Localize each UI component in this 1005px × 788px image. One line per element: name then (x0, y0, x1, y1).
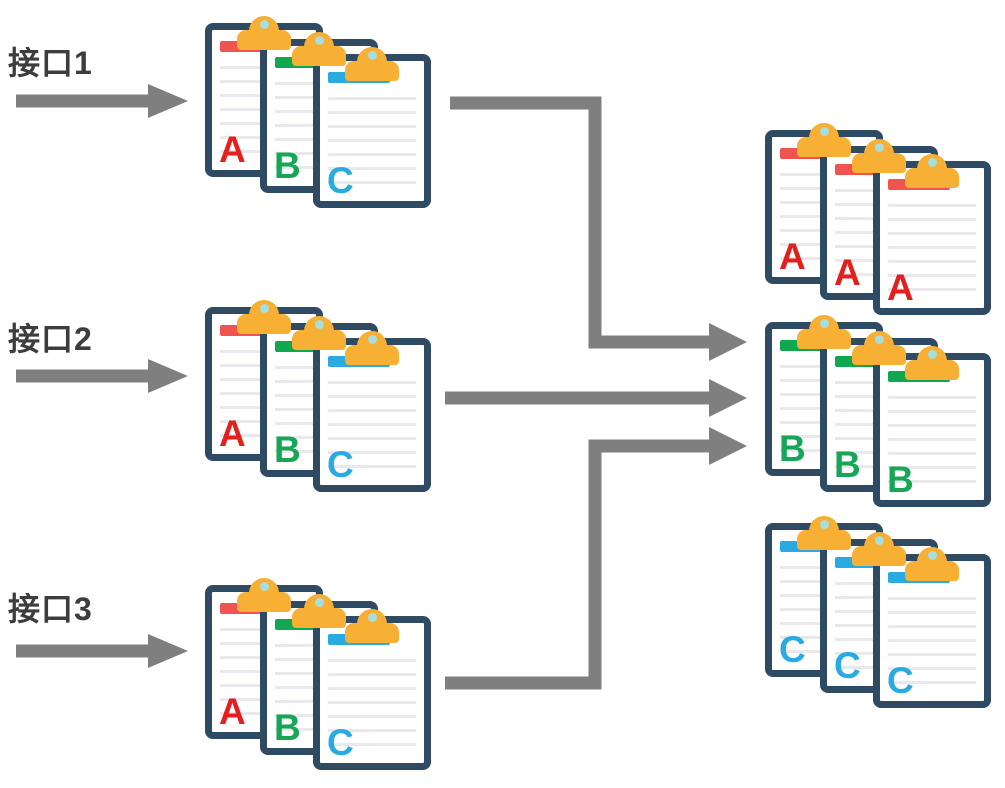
clip-knob-icon (315, 598, 324, 607)
connector-path (450, 96, 709, 349)
source-arrow-2 (16, 359, 188, 393)
clipboard-letter: B (274, 429, 301, 470)
clipboard-letter: A (219, 413, 246, 454)
clipboard-clip-icon (237, 300, 291, 334)
clipboard-clip-icon (852, 532, 906, 566)
clipboard-letter: A (219, 691, 246, 732)
group-stack-b: B B B (765, 315, 991, 507)
clip-knob-icon (820, 319, 829, 328)
clipboard-clip-icon (237, 578, 291, 612)
clipboard-clip-icon (292, 32, 346, 66)
clipboard-clip-icon (292, 594, 346, 628)
connector-path (445, 439, 709, 690)
clipboard-clip-icon (797, 516, 851, 550)
clipboard-clip-icon (237, 16, 291, 50)
clip-knob-icon (260, 304, 269, 313)
text-lines-icon (888, 597, 976, 692)
arrowhead-icon (709, 323, 747, 361)
clip-knob-icon (368, 51, 377, 60)
clipboard-letter: C (779, 629, 806, 670)
text-lines-icon (888, 396, 976, 491)
text-lines-icon (328, 381, 416, 476)
clipboard-letter: C (327, 722, 354, 763)
connector-arrow-2 (445, 379, 747, 417)
clipboard-letter: B (834, 444, 861, 485)
arrowhead-icon (709, 427, 747, 465)
source-arrow-1 (16, 84, 188, 118)
source-stack-1: A B C (205, 16, 431, 208)
clip-knob-icon (260, 20, 269, 29)
group-stack-c: C C C (765, 516, 991, 708)
clipboard-clip-icon (905, 547, 959, 581)
arrowhead-icon (148, 634, 188, 668)
clipboard-clip-icon (345, 609, 399, 643)
clipboard-letter: B (274, 707, 301, 748)
clipboard-letter: B (274, 145, 301, 186)
clip-knob-icon (928, 158, 937, 167)
clipboard-clip-icon (852, 139, 906, 173)
clipboard-clip-icon (852, 331, 906, 365)
group-stack-a: A A A (765, 123, 991, 315)
clipboard-clip-icon (345, 331, 399, 365)
clipboard-icon: C (313, 331, 431, 492)
clipboard-icon: C (313, 609, 431, 770)
text-lines-icon (328, 97, 416, 192)
clip-knob-icon (928, 350, 937, 359)
source-arrow-3 (16, 634, 188, 668)
clip-knob-icon (368, 335, 377, 344)
clip-knob-icon (820, 127, 829, 136)
arrowhead-icon (148, 84, 188, 118)
clipboard-letter: C (327, 444, 354, 485)
clipboard-clip-icon (905, 154, 959, 188)
clipboard-letter: A (887, 267, 914, 308)
clip-knob-icon (368, 613, 377, 622)
clip-knob-icon (875, 143, 884, 152)
clipboard-icon: B (873, 346, 991, 507)
source-label-2: 接口2 (8, 321, 93, 357)
clipboard-clip-icon (797, 123, 851, 157)
connector-arrow-3 (445, 427, 747, 690)
source-label-3: 接口3 (8, 591, 93, 627)
clipboard-letter: A (779, 236, 806, 277)
source-stack-2: A B C (205, 300, 431, 492)
clip-knob-icon (820, 520, 829, 529)
clip-knob-icon (928, 551, 937, 560)
clipboard-icon: C (873, 547, 991, 708)
arrowhead-icon (148, 359, 188, 393)
connector-arrow-1 (450, 96, 747, 361)
clip-knob-icon (875, 536, 884, 545)
clipboard-clip-icon (797, 315, 851, 349)
clipboard-letter: A (834, 252, 861, 293)
clipboard-icon: C (313, 47, 431, 208)
clipboard-clip-icon (292, 316, 346, 350)
clipboard-clip-icon (905, 346, 959, 380)
clipboard-letter: C (834, 645, 861, 686)
clip-knob-icon (260, 582, 269, 591)
clipboard-clip-icon (345, 47, 399, 81)
clipboard-letter: B (887, 459, 914, 500)
source-stack-3: A B C (205, 578, 431, 770)
clipboard-letter: C (887, 660, 914, 701)
source-label-1: 接口1 (8, 45, 93, 81)
clipboard-letter: A (219, 129, 246, 170)
text-lines-icon (328, 659, 416, 754)
clip-knob-icon (315, 320, 324, 329)
clipboard-icon: A (873, 154, 991, 315)
clip-knob-icon (875, 335, 884, 344)
clip-knob-icon (315, 36, 324, 45)
text-lines-icon (888, 204, 976, 299)
arrowhead-icon (709, 379, 747, 417)
clipboard-letter: B (779, 428, 806, 469)
clipboard-letter: C (327, 160, 354, 201)
